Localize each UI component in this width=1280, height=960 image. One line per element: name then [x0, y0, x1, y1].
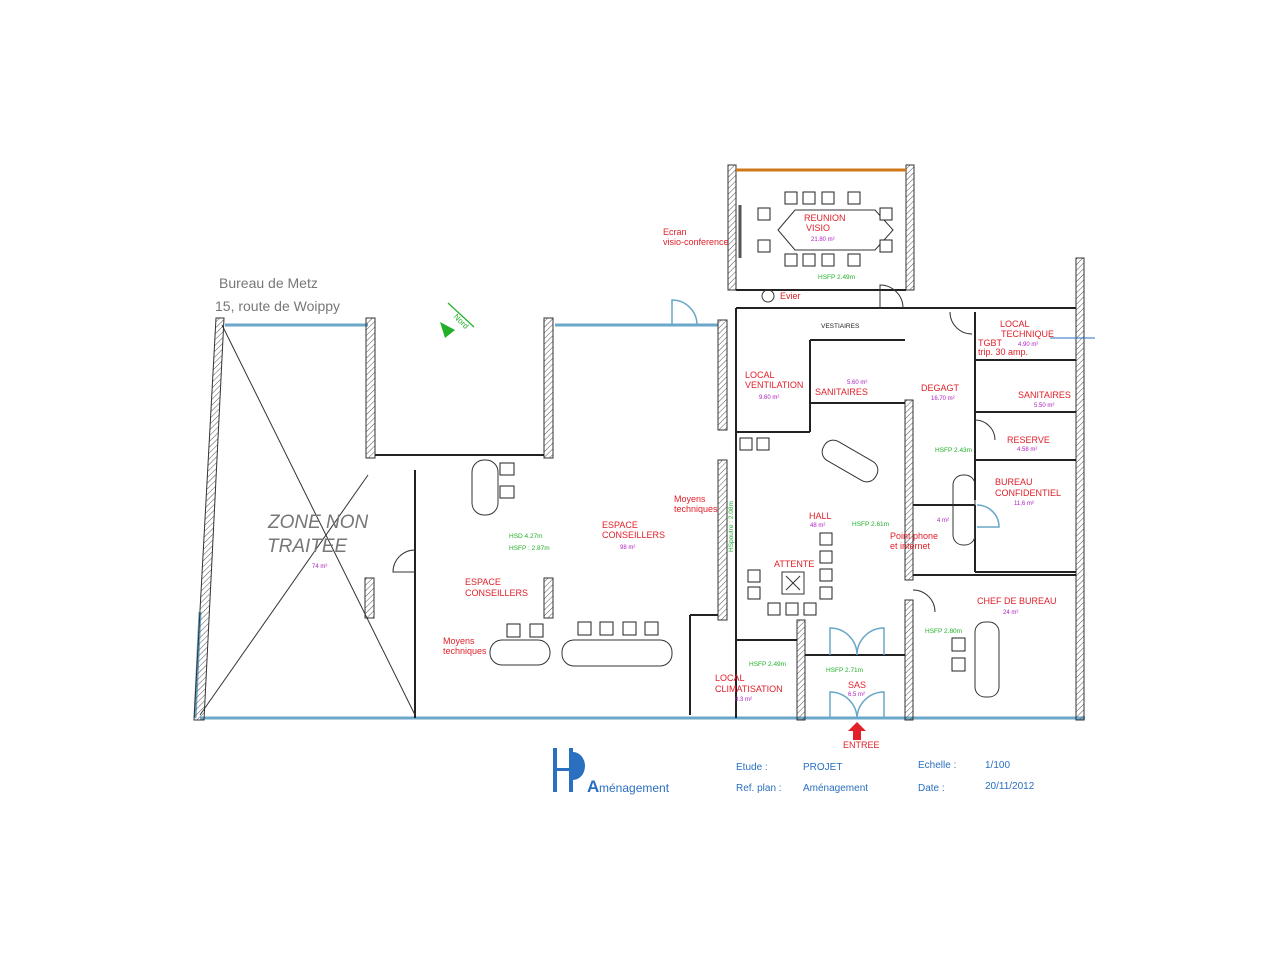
zone-label-2: TRAITEE — [267, 536, 348, 557]
moyens1-label-2: techniques — [674, 504, 718, 514]
hall-height: HSFP 2.61m — [852, 521, 889, 528]
reunion-label-2: VISIO — [806, 223, 830, 233]
technique-label-1: LOCAL — [1000, 319, 1030, 329]
chef-label: CHEF DE BUREAU — [977, 596, 1057, 606]
ref-label: Ref. plan : — [736, 783, 782, 794]
sink-icon — [761, 289, 775, 303]
confidentiel-label-1: BUREAU — [995, 477, 1033, 487]
office-address: 15, route de Woippy — [215, 298, 340, 314]
confidentiel-area: 11,6 m² — [1014, 501, 1034, 507]
desks — [471, 437, 1000, 698]
phone-area: 4 m² — [937, 518, 949, 524]
ventilation-area: 9.60 m² — [759, 395, 779, 401]
date-label: Date : — [918, 783, 945, 794]
sanitaires2-area: 5.50 m² — [1034, 403, 1054, 409]
moyens2-label-1: Moyens — [443, 636, 475, 646]
sanitaires2-label: SANITAIRES — [1018, 390, 1071, 400]
zone-cross — [199, 324, 416, 716]
espace1-hsd: HSD 4.27m — [509, 533, 543, 540]
reserve-label: RESERVE — [1007, 435, 1050, 445]
structural-walls — [193, 164, 1085, 721]
sas-area: 6.5 m² — [848, 692, 865, 698]
reunion-height: HSFP 2.49m — [818, 274, 855, 281]
evier-label: Evier — [780, 291, 801, 301]
sanitaires1-area: 5.60 m² — [847, 380, 867, 386]
degagt-height: HSFP 2.43m — [935, 447, 972, 454]
labels: Bureau de Metz 15, route de Woippy ZONE … — [215, 213, 1095, 750]
espace1-hsfp: HSFP : 2.87m — [509, 545, 550, 552]
office-name: Bureau de Metz — [219, 275, 318, 291]
clim-label-1: LOCAL — [715, 673, 745, 683]
degagt-label: DEGAGT — [921, 383, 960, 393]
entree-label: ENTREE — [843, 740, 880, 750]
echelle-value: 1/100 — [985, 760, 1010, 771]
technique-label-2: TECHNIQUE — [1001, 329, 1054, 339]
reunion-area: 21.80 m² — [811, 237, 835, 243]
phone-label-1: Point phone — [890, 531, 938, 541]
partitions — [375, 168, 1076, 718]
doors — [392, 284, 1000, 719]
degagt-area: 16.70 m² — [931, 396, 955, 402]
espace1-area: 98 m² — [620, 545, 635, 551]
ventilation-label-1: LOCAL — [745, 370, 775, 380]
reserve-area: 4.58 m² — [1017, 447, 1037, 453]
north-arrow-icon: Nord — [440, 302, 475, 338]
svg-text:A: A — [587, 777, 599, 796]
title-block: A ménagement Etude : PROJET Ref. plan : … — [553, 748, 1035, 796]
ventilation-label-2: VENTILATION — [745, 380, 803, 390]
clim-label-2: CLIMATISATION — [715, 684, 783, 694]
technique-area: 4.90 m² — [1018, 342, 1038, 348]
moyens2-label-2: techniques — [443, 646, 487, 656]
etude-value: PROJET — [803, 762, 842, 773]
sanitaires1-label: SANITAIRES — [815, 387, 868, 397]
zone-area: 74 m² — [312, 564, 327, 570]
entrance-arrow-icon — [848, 722, 866, 740]
hall-area: 48 m² — [810, 523, 825, 529]
date-value: 20/11/2012 — [985, 781, 1035, 792]
espace1-label-1: ESPACE — [602, 520, 638, 530]
espace1-label-2: CONSEILLERS — [602, 530, 665, 540]
confidentiel-label-2: CONFIDENTIEL — [995, 488, 1061, 498]
ref-value: Aménagement — [803, 783, 868, 794]
reunion-label-1: REUNION — [804, 213, 846, 223]
sas-height: HSFP 2.71m — [826, 667, 863, 674]
vestiaires-label: VESTIAIRES — [821, 323, 860, 330]
hda-logo: A ménagement — [553, 748, 670, 796]
echelle-label: Echelle : — [918, 760, 956, 771]
tgbt-label: TGBT — [978, 338, 1003, 348]
moyens1-label-1: Moyens — [674, 494, 706, 504]
espace2-label-2: CONSEILLERS — [465, 588, 528, 598]
zone-label-1: ZONE NON — [267, 512, 369, 533]
clim-height: HSFP 2.49m — [749, 661, 786, 668]
hall-label: HALL — [809, 511, 832, 521]
hall-poutre: HSpoutre : 2.08m — [728, 501, 735, 552]
ecran-label-1: Ecran — [663, 227, 687, 237]
chef-height: HSFP 2.80m — [925, 628, 962, 635]
espace2-label-1: ESPACE — [465, 577, 501, 587]
chairs — [757, 191, 893, 267]
ecran-label-2: visio-conference — [663, 237, 729, 247]
phone-label-2: et internet — [890, 541, 931, 551]
north-label: Nord — [452, 312, 471, 331]
clim-area: 8.3 m² — [735, 697, 752, 703]
sas-label: SAS — [848, 680, 866, 690]
tetra-label: trip. 30 amp. — [978, 347, 1028, 357]
chef-area: 24 m² — [1003, 610, 1018, 616]
attente-label: ATTENTE — [774, 559, 814, 569]
etude-label: Etude : — [736, 762, 768, 773]
logo-text: ménagement — [599, 781, 670, 795]
meeting-table — [738, 191, 894, 267]
